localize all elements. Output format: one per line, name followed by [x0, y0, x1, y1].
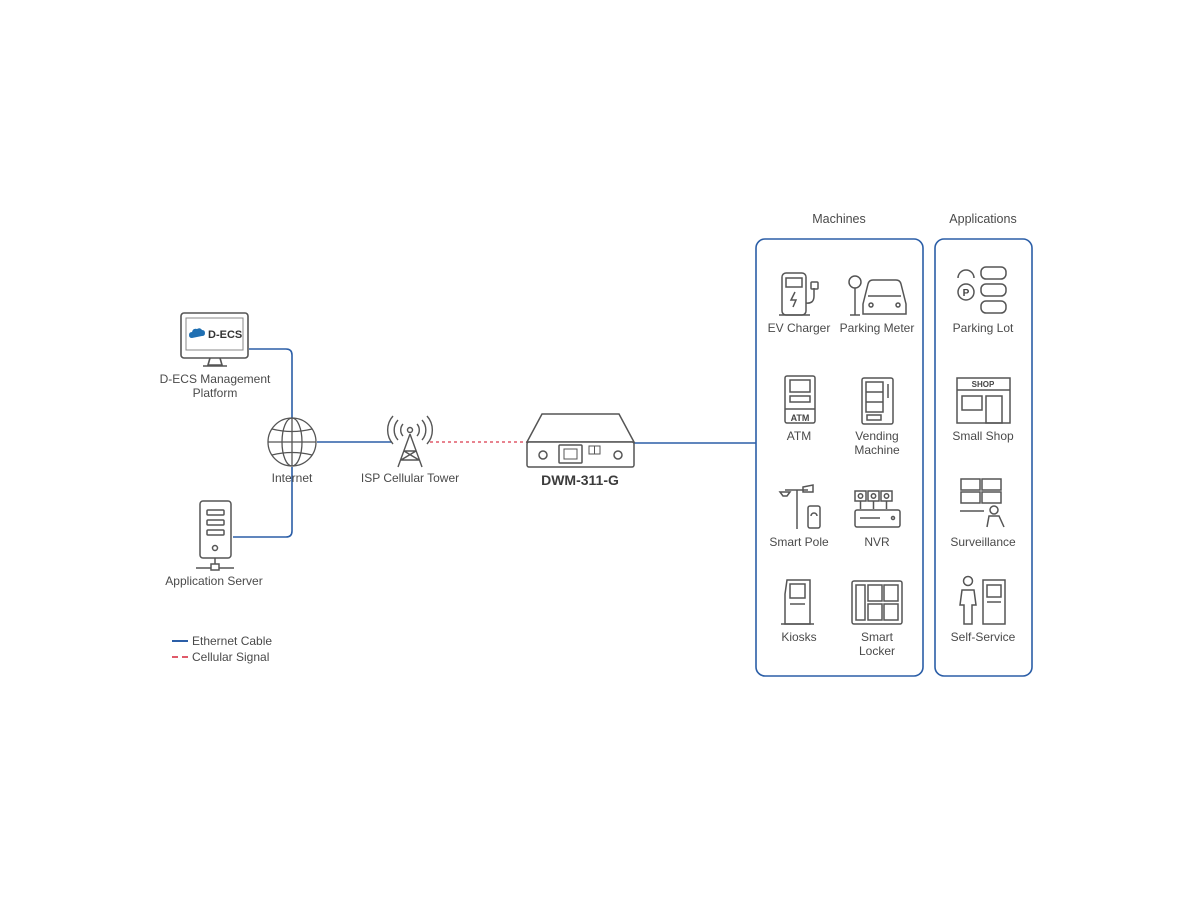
cell-tower-icon [387, 415, 433, 468]
decs-platform-label: D-ECS Management Platform [160, 372, 271, 400]
small-shop-icon [956, 377, 1011, 424]
surveillance-icon [960, 478, 1005, 528]
machine-label-smart-locker-line1: Smart [860, 630, 893, 644]
parking-sign-text: P [963, 288, 970, 299]
machine-label-smart-pole: Smart Pole [769, 535, 828, 549]
machine-label-vending-line2: Machine [854, 443, 900, 457]
app-server-label: Application Server [165, 574, 263, 588]
application-label-self-service: Self-Service [950, 630, 1016, 644]
decs-platform-label-line2: Platform [192, 386, 238, 400]
decs-logo-icon: D-ECS [189, 328, 242, 341]
machine-label-atm: ATM [787, 429, 811, 443]
machine-label-parking-meter: Parking Meter [840, 321, 915, 335]
machine-label-atm-line1: ATM [786, 429, 812, 443]
parking-meter-icon [848, 275, 907, 316]
machine-label-vending: Vending Machine [854, 429, 899, 457]
legend-ethernet-label: Ethernet Cable [192, 634, 273, 648]
decs-platform-label-line1: D-ECS Management [159, 372, 271, 386]
router-label: DWM-311-G [541, 472, 619, 488]
ethernet-link-platform-internet [249, 348, 293, 418]
kiosk-icon [781, 579, 814, 625]
machine-label-smart-locker: Smart Locker [859, 630, 895, 658]
smart-pole-icon [778, 484, 821, 529]
smart-locker-icon [851, 580, 903, 625]
applications-panel [934, 238, 1033, 677]
legend-cellular-label: Cellular Signal [192, 650, 270, 664]
decs-logo-text: D-ECS [208, 329, 242, 341]
machine-label-vending-line1: Vending [855, 429, 899, 443]
legend-cellular-swatch [172, 656, 188, 658]
application-label-surveillance: Surveillance [950, 535, 1016, 549]
router-icon [525, 413, 636, 468]
machine-label-smart-locker-line2: Locker [858, 644, 896, 658]
machine-label-smart-pole-line1: Smart Pole [769, 535, 829, 549]
server-icon [196, 500, 234, 571]
nvr-icon [854, 490, 901, 528]
legend-ethernet: Ethernet Cable [172, 634, 272, 648]
atm-icon [784, 375, 816, 424]
machine-label-kiosks: Kiosks [781, 630, 816, 644]
ethernet-links [233, 348, 756, 538]
machine-label-nvr: NVR [864, 535, 889, 549]
application-label-parking-lot: Parking Lot [952, 321, 1014, 335]
machine-label-ev-charger-line1: EV Charger [767, 321, 831, 335]
globe-icon [267, 417, 317, 467]
parking-lot-icon [957, 266, 1007, 314]
legend-cellular: Cellular Signal [172, 650, 269, 664]
vending-machine-icon [861, 377, 894, 425]
machines-panel [755, 238, 924, 677]
internet-label: Internet [271, 471, 313, 485]
legend-ethernet-swatch [172, 640, 188, 642]
machine-label-ev-charger: EV Charger [768, 321, 831, 335]
ethernet-link-server-internet [233, 467, 293, 538]
self-service-icon [959, 575, 1006, 625]
tower-label: ISP Cellular Tower [360, 471, 460, 485]
applications-header: Applications [949, 212, 1017, 226]
ev-charger-icon [779, 272, 819, 316]
application-label-small-shop: Small Shop [952, 429, 1014, 443]
machine-label-nvr-line1: NVR [864, 535, 890, 549]
machine-label-parking-meter-line1: Parking Meter [839, 321, 915, 335]
shop-sign-text: SHOP [972, 380, 995, 389]
machines-header: Machines [812, 212, 866, 226]
atm-sign-text: ATM [791, 413, 810, 423]
machine-label-kiosks-line1: Kiosks [781, 630, 817, 644]
